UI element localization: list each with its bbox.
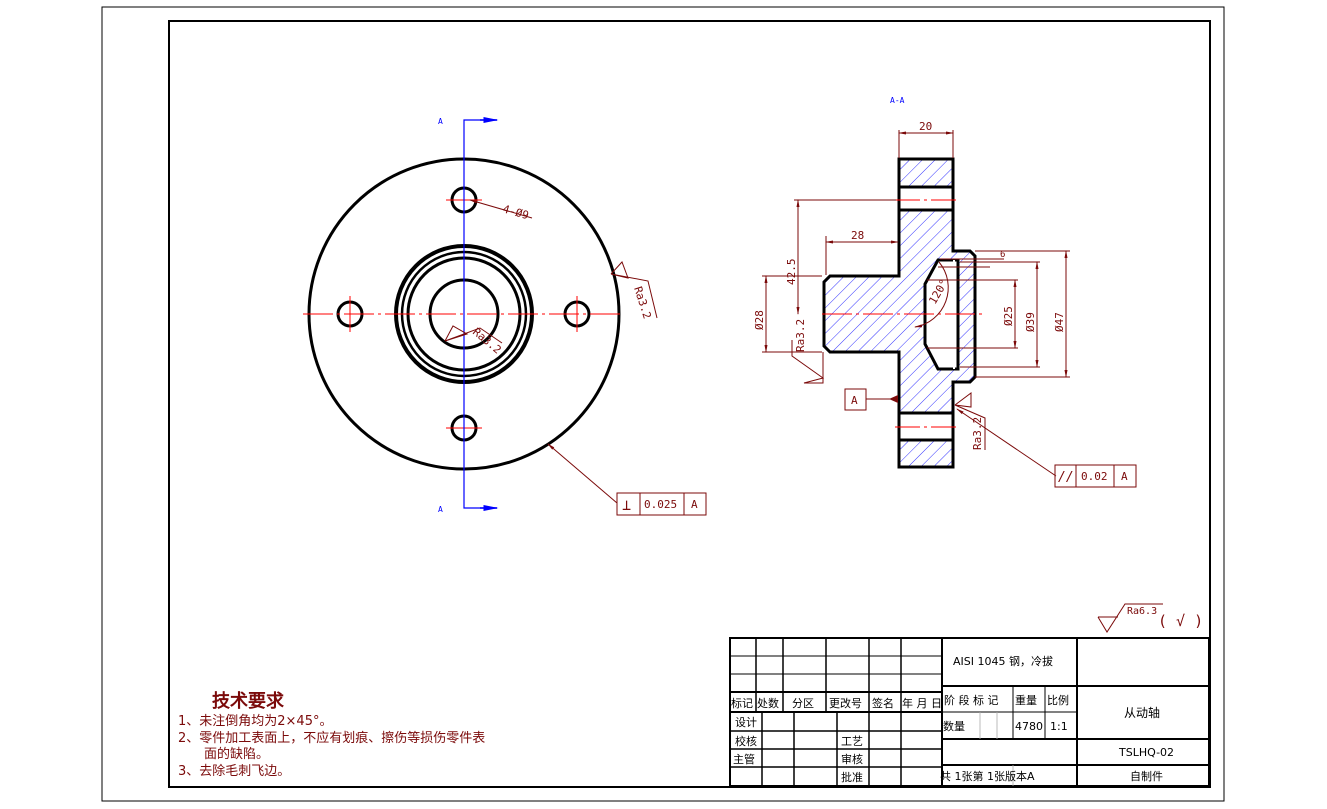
weight-label: 重量 (1015, 693, 1037, 707)
section-body (822, 208, 977, 415)
dim-hub-dia: Ø28 (753, 310, 766, 330)
gdt-perpendicularity-frame (616, 492, 707, 516)
datum-label: A (851, 394, 858, 407)
dim-angle: 120° (926, 277, 951, 306)
tech-requirement-item: 2、零件加工表面上，不应有划痕、擦伤等损伤零件表 (178, 730, 485, 746)
dim-bolt-circle: 42.5 (785, 259, 798, 286)
material: AISI 1045 钢，冷拔 (953, 654, 1053, 668)
role-process: 工艺 (841, 735, 863, 748)
outer-border (101, 6, 1225, 802)
header-count: 处数 (757, 697, 779, 710)
dim-hub-length: 28 (851, 229, 864, 242)
part-number: TSLHQ-02 (1118, 746, 1174, 759)
section-view (762, 130, 1137, 488)
dim-bore: Ø25 (1002, 306, 1015, 326)
general-roughness-suffix: ( √ ) (1158, 612, 1203, 630)
role-design: 设计 (735, 716, 757, 729)
header-signature: 签名 (872, 696, 894, 710)
tech-requirement-item: 面的缺陷。 (204, 746, 269, 762)
scale-value: 1:1 (1050, 720, 1068, 733)
gdt-perp-datum: A (691, 498, 698, 511)
role-review: 审核 (841, 752, 863, 766)
scale-label: 比例 (1047, 693, 1069, 707)
quantity-label: 数量 (943, 720, 965, 733)
cut-marker-bottom: A (438, 505, 443, 514)
role-supervisor: 主管 (733, 752, 755, 766)
general-roughness-value: Ra6.3 (1127, 606, 1157, 617)
tech-requirements-title: 技术要求 (212, 690, 285, 712)
source: 自制件 (1130, 770, 1163, 783)
front-view (303, 117, 707, 516)
dim-recess: Ø39 (1024, 312, 1037, 332)
title-block-grid (729, 637, 1210, 787)
role-check: 校核 (735, 734, 757, 748)
hole-callout: 4-Ø9 (501, 202, 530, 222)
dim-outer-step: Ø47 (1053, 312, 1066, 332)
tech-requirement-item: 3、去除毛刺飞边。 (178, 764, 290, 779)
cut-marker-top: A (438, 117, 443, 126)
tech-requirement-item: 1、未注倒角均为2×45°。 (178, 714, 332, 729)
section-label: A-A (890, 96, 905, 105)
roughness-face: Ra3.2 (971, 417, 984, 450)
weight-value: 4780 (1015, 720, 1043, 733)
roughness-hub: Ra3.2 (794, 319, 807, 352)
role-approve: 批准 (841, 770, 863, 784)
header-date: 年 月 日 (902, 696, 942, 710)
inner-border (168, 20, 1211, 788)
part-name: 从动轴 (1124, 705, 1160, 720)
header-mark: 标记 (731, 696, 753, 710)
dim-width: 20 (919, 120, 932, 133)
sheet-info: 共 1张第 1张版本A (940, 769, 1035, 783)
header-change-no: 更改号 (829, 696, 862, 710)
dim-small-step: 6 (1000, 250, 1005, 260)
stage-label: 阶 段 标 记 (944, 693, 999, 707)
gdt-par-datum: A (1121, 470, 1128, 483)
gdt-perp-symbol: ⊥ (622, 496, 631, 514)
gdt-perp-tolerance: 0.025 (644, 498, 677, 511)
gdt-par-symbol: // (1058, 470, 1074, 485)
header-zone: 分区 (792, 697, 814, 710)
gdt-par-tolerance: 0.02 (1081, 470, 1108, 483)
